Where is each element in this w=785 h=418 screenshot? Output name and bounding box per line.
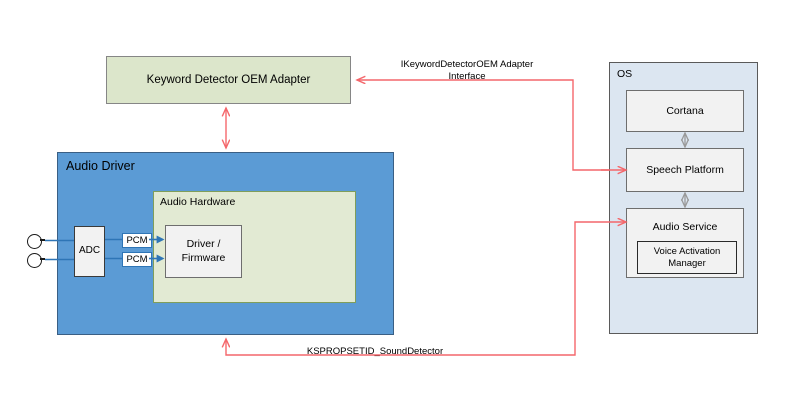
pcm-label-1: PCM [122,233,152,248]
audio-service-label: Audio Service [652,221,718,233]
interface-connector-label: IKeywordDetectorOEM Adapter Interface [400,59,534,82]
keyword-detector-oem-adapter-box[interactable]: Keyword Detector OEM Adapter [106,56,351,104]
os-label: OS [617,68,633,80]
interface-connector-wire [357,80,609,171]
keyword-detector-oem-adapter-label: Keyword Detector OEM Adapter [146,73,311,86]
adc-box[interactable]: ADC [74,226,105,277]
audio-driver-label: Audio Driver [66,159,135,173]
driver-firmware-box[interactable]: Driver / Firmware [165,225,242,278]
microphone-icon [27,253,45,268]
cortana-label: Cortana [666,105,704,117]
microphone-icon [27,234,45,249]
voice-activation-manager-box[interactable]: Voice Activation Manager [637,241,737,274]
voice-activation-manager-label: Voice Activation Manager [653,246,721,269]
adc-label: ADC [78,245,101,257]
audio-service-box[interactable]: Audio Service Voice Activation Manager [626,208,744,278]
ksproperty-connector-label: KSPROPSETID_SoundDetector [280,346,470,358]
audio-hardware-label: Audio Hardware [160,196,236,208]
pcm-label-2: PCM [122,252,152,267]
cortana-box[interactable]: Cortana [626,90,744,132]
speech-platform-label: Speech Platform [646,164,724,176]
driver-firmware-label: Driver / Firmware [181,238,226,264]
speech-platform-box[interactable]: Speech Platform [626,148,744,192]
